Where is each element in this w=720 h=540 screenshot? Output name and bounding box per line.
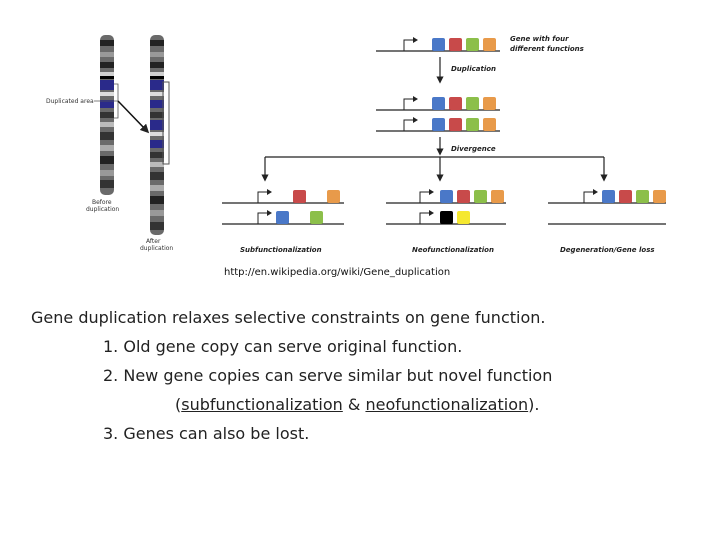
paren-open: ( bbox=[175, 395, 182, 414]
main-statement: Gene duplication relaxes selective const… bbox=[31, 308, 546, 327]
gene-original bbox=[376, 37, 500, 52]
duplication-label: Duplication bbox=[451, 65, 496, 73]
subfunctionalization-genes bbox=[222, 189, 344, 225]
neofunctionalization-term: neofunctionalization bbox=[365, 395, 529, 414]
branch-arrows bbox=[261, 156, 608, 182]
gene-duplicated-pair bbox=[376, 96, 500, 132]
chromosome-before bbox=[100, 35, 114, 195]
point-2-continuation: (subfunctionalization & neofunctionaliza… bbox=[175, 395, 539, 414]
ampersand: & bbox=[342, 395, 366, 414]
source-caption: http://en.wikipedia.org/wiki/Gene_duplic… bbox=[224, 267, 451, 278]
neofunctionalization-genes bbox=[386, 189, 506, 225]
neofunctionalization-label: Neofunctionalization bbox=[412, 246, 494, 254]
point-1: 1. Old gene copy can serve original func… bbox=[103, 337, 463, 356]
degeneration-genes bbox=[548, 189, 666, 225]
point-3: 3. Genes can also be lost. bbox=[103, 424, 310, 443]
subfunctionalization-term: subfunctionalization bbox=[181, 395, 343, 414]
point-2: 2. New gene copies can serve similar but… bbox=[103, 366, 553, 385]
duplicated-area-annotation: Duplicated area bbox=[46, 83, 150, 134]
chromosome-after bbox=[150, 35, 170, 235]
degeneration-label: Degeneration/Gene loss bbox=[560, 246, 655, 254]
svg-text:Duplicated area: Duplicated area bbox=[46, 98, 94, 105]
divergence-label: Divergence bbox=[451, 145, 496, 153]
subfunctionalization-label: Subfunctionalization bbox=[240, 246, 322, 254]
paren-close: ). bbox=[528, 395, 540, 414]
